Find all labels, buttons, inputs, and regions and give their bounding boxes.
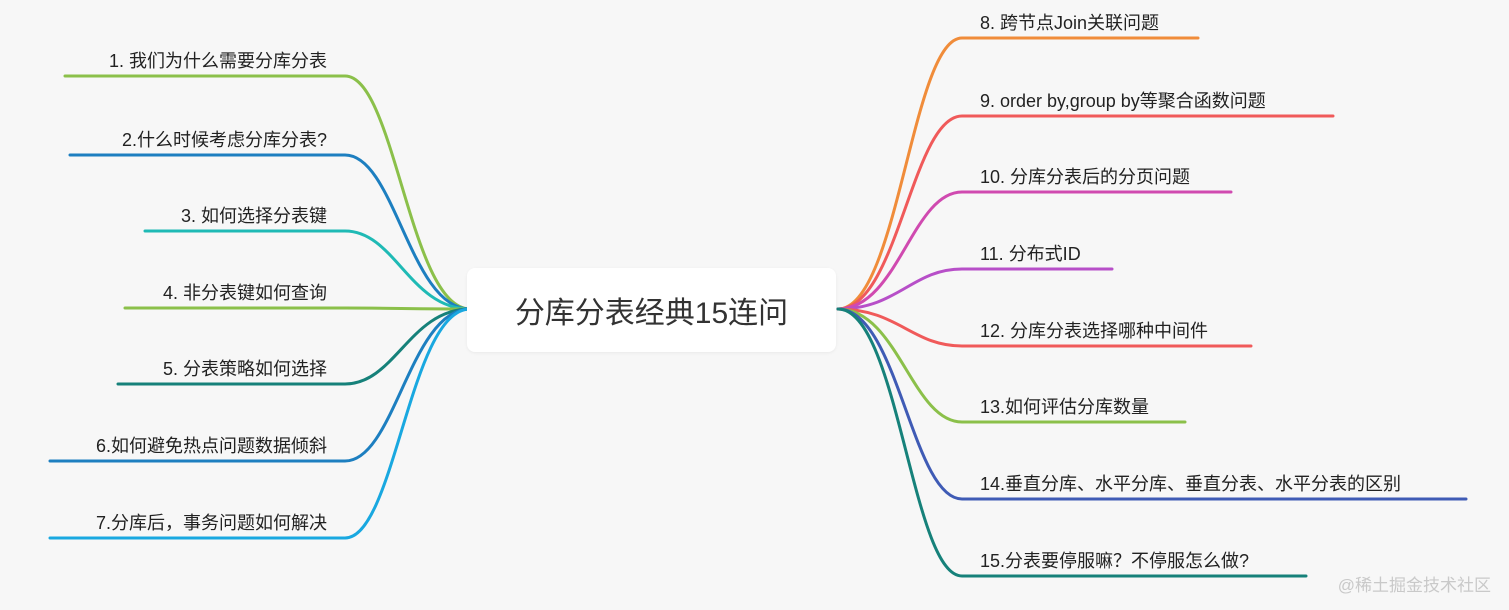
- branch-topic-2[interactable]: 2.什么时候考虑分库分表?: [121, 130, 327, 150]
- branch-topic-12[interactable]: 12. 分库分表选择哪种中间件: [980, 321, 1209, 341]
- branch-connector-right-14: [836, 307, 1468, 501]
- branch-connector-right-8: [836, 36, 1200, 311]
- branch-topic-6[interactable]: 6.如何避免热点问题数据倾斜: [95, 436, 327, 456]
- branch-connector-right-9: [836, 114, 1335, 311]
- branch-topic-8[interactable]: 8. 跨节点Join关联问题: [980, 13, 1160, 33]
- branch-topic-15[interactable]: 15.分表要停服嘛？不停服怎么做?: [980, 551, 1250, 571]
- branch-connector-left-6: [48, 307, 472, 463]
- branch-topic-14[interactable]: 14.垂直分库、水平分库、垂直分表、水平分表的区别: [980, 474, 1402, 494]
- branch-topic-3[interactable]: 3. 如何选择分表键: [180, 206, 327, 226]
- branch-connector-left-5: [116, 307, 472, 386]
- branch-connector-left-1: [63, 74, 472, 311]
- branch-connector-left-2: [68, 153, 472, 311]
- watermark: @稀土掘金技术社区: [1337, 576, 1491, 595]
- central-topic-label: 分库分表经典15连问: [514, 297, 789, 330]
- branch-connector-left-3: [143, 229, 472, 311]
- branch-connector-left-4: [123, 306, 472, 311]
- branch-connector-left-7: [48, 307, 472, 540]
- branch-topic-11[interactable]: 11. 分布式ID: [980, 244, 1081, 264]
- branch-topic-9[interactable]: 9. order by,group by等聚合函数问题: [980, 91, 1266, 111]
- branch-connector-right-13: [836, 307, 1187, 424]
- branch-connector-right-15: [836, 307, 1308, 578]
- branch-topic-10[interactable]: 10. 分库分表后的分页问题: [980, 167, 1191, 187]
- branch-connector-right-11: [836, 267, 1114, 311]
- branch-topic-7[interactable]: 7.分库后，事务问题如何解决: [95, 513, 327, 533]
- branch-topic-5[interactable]: 5. 分表策略如何选择: [162, 359, 327, 379]
- branch-connector-right-12: [836, 307, 1253, 348]
- branch-topic-4[interactable]: 4. 非分表键如何查询: [162, 283, 327, 303]
- branch-topic-1[interactable]: 1. 我们为什么需要分库分表: [108, 51, 327, 71]
- branch-topic-13[interactable]: 13.如何评估分库数量: [980, 397, 1150, 417]
- branch-connector-right-10: [836, 190, 1233, 311]
- central-topic[interactable]: 分库分表经典15连问: [467, 268, 836, 352]
